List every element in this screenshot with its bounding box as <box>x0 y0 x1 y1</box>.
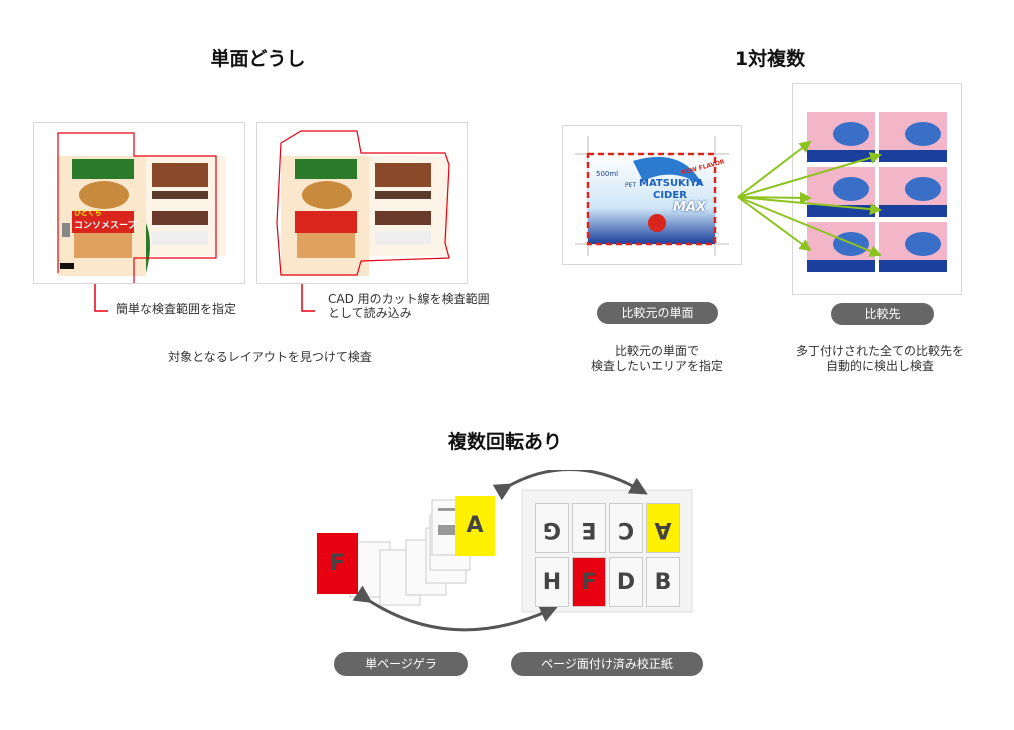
callout-lines <box>94 284 315 312</box>
single-page-pill: 単ページゲラ <box>334 652 468 676</box>
section-title-rotation: 複数回転あり <box>447 431 562 453</box>
sheet-letter: B <box>654 570 672 595</box>
source-label-box: 500ml PET NEW FLAVOR MATSUKIYA CIDER MAX <box>562 125 742 265</box>
cider-label-image <box>575 136 729 256</box>
source-pill: 比較元の単面 <box>597 302 718 324</box>
imposed-pill: ページ面付け済み校正紙 <box>511 652 703 676</box>
callout-left: 簡単な検査範囲を指定 <box>116 302 237 316</box>
package-single-box: コンソメスープ ひとくち <box>33 122 245 284</box>
target-label-logo <box>905 122 941 146</box>
label-brand-1: MATSUKIYA <box>639 178 704 189</box>
soup-package-image <box>57 132 226 283</box>
target-label-logo <box>905 177 941 201</box>
sheet-letter: C <box>617 517 635 542</box>
sheet-page-f: F <box>572 557 606 607</box>
single-caption: 対象となるレイアウトを見つけて検査 <box>168 350 372 364</box>
sheet-page-b: B <box>646 557 680 607</box>
section-title-single: 単面どうし <box>210 48 306 70</box>
detection-arrow <box>737 140 812 198</box>
callout-right-1: CAD 用のカット線を検査範囲 <box>328 292 490 306</box>
detection-arrow <box>737 152 882 198</box>
detection-arrows <box>737 140 882 257</box>
sheet-letter: A <box>654 517 672 542</box>
source-caption-1: 比較元の単面で <box>614 344 699 358</box>
sheet-letter: D <box>616 570 636 595</box>
target-label-band <box>807 260 875 272</box>
target-label-logo <box>833 122 869 146</box>
page-letter-a: A <box>466 513 484 538</box>
sheet-page-g: G <box>535 503 569 553</box>
target-label-band <box>879 260 947 272</box>
sheet-page-e: E <box>572 503 606 553</box>
target-caption-1: 多丁付けされた全ての比較先を <box>795 344 964 358</box>
package-cad-box <box>256 122 468 284</box>
section-title-one-to-many: 1対複数 <box>734 48 806 70</box>
page-card-f: F <box>317 533 358 594</box>
source-caption-2: 検査したいエリアを指定 <box>590 359 723 373</box>
target-label-logo <box>833 177 869 201</box>
label-brand-2: CIDER <box>653 190 687 201</box>
label-volume: 500ml <box>596 170 619 178</box>
label-pet: PET <box>625 182 637 189</box>
product-name: コンソメスープ <box>74 221 137 231</box>
detection-arrow <box>737 196 882 216</box>
sheet-letter: F <box>581 570 597 595</box>
target-pill: 比較先 <box>831 303 934 325</box>
sheet-page-d: D <box>609 557 643 607</box>
sheet-page-c: C <box>609 503 643 553</box>
target-caption-2: 自動的に検出し検査 <box>825 359 934 373</box>
target-label-band <box>879 205 947 217</box>
sheet-page-a: A <box>646 503 680 553</box>
page-letter-f: F <box>329 551 346 576</box>
detection-arrow <box>737 196 812 252</box>
soup-package-cad-image <box>276 130 450 276</box>
imposed-labels-sheet <box>792 83 962 295</box>
target-label-band <box>879 150 947 162</box>
sheet-letter: H <box>542 570 562 595</box>
detection-arrow <box>737 196 882 257</box>
callout-right-2: として読み込み <box>328 306 412 320</box>
sheet-letter: E <box>581 517 597 542</box>
target-label-logo <box>905 232 941 256</box>
target-label-band <box>807 150 875 162</box>
sheet-letter: G <box>542 517 562 542</box>
label-max: MAX <box>673 200 707 215</box>
page-card-a: A <box>455 496 495 556</box>
product-sub: ひとくち <box>74 209 102 217</box>
sheet-page-h: H <box>535 557 569 607</box>
